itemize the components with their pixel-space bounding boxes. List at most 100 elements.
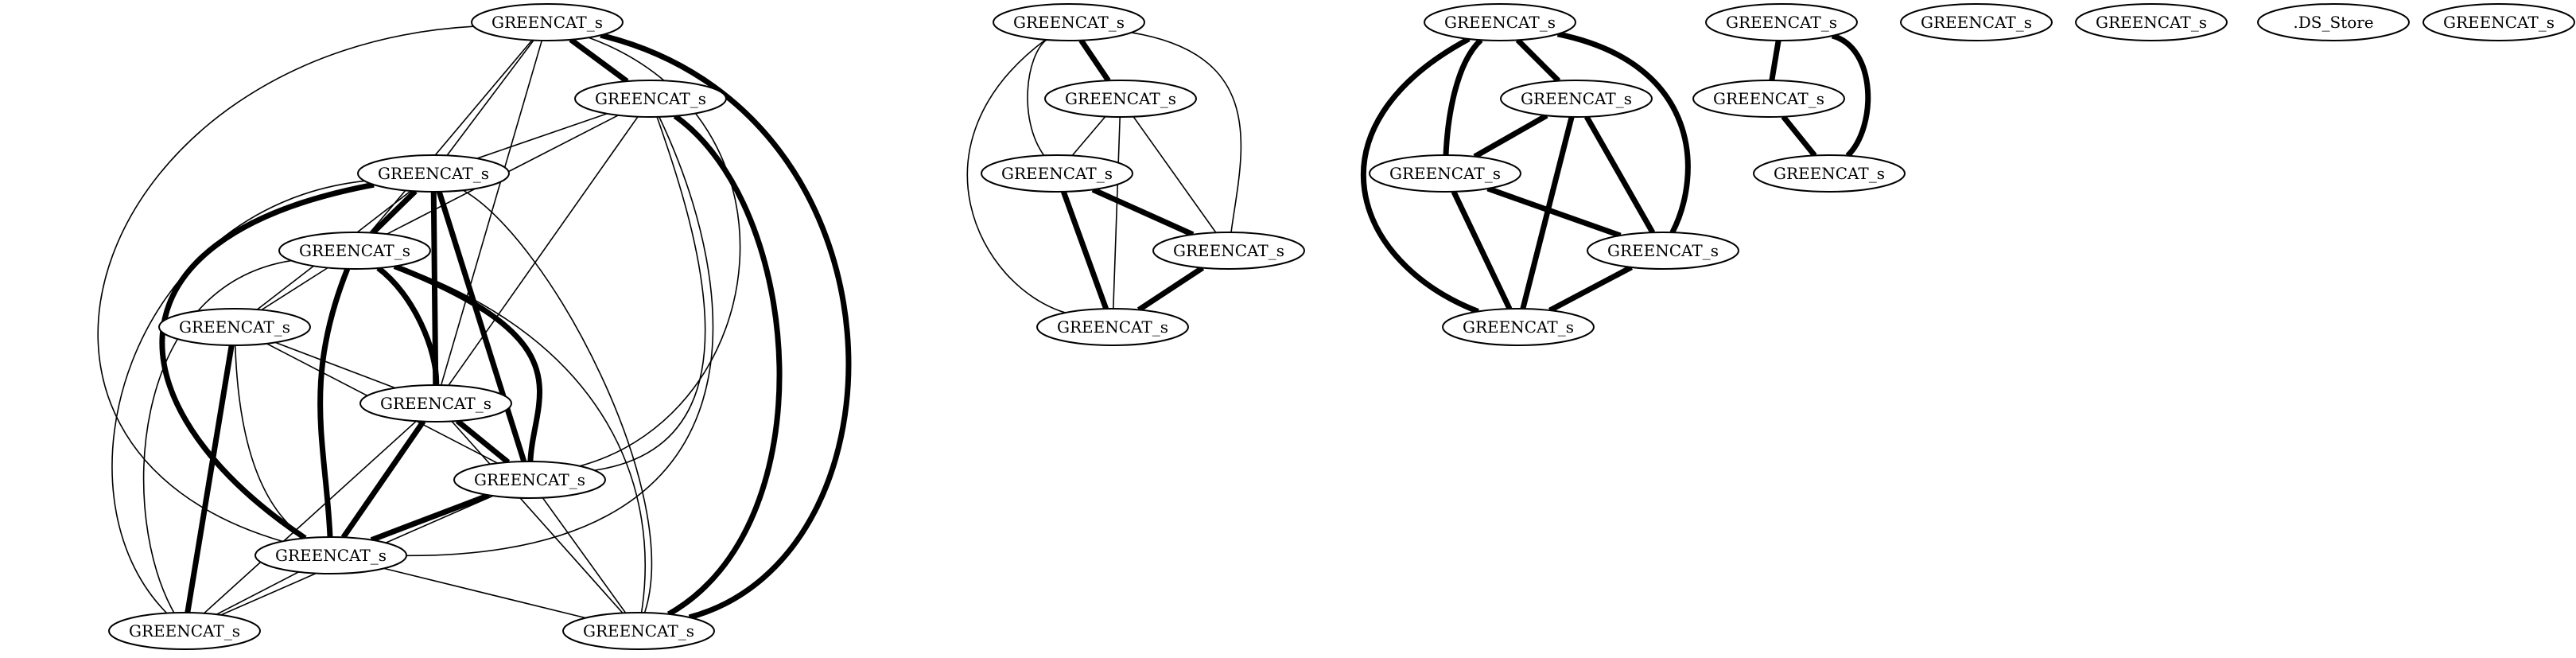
edge-a2-a7 [594,116,706,471]
node-label: GREENCAT_s [378,164,489,183]
node-e3[interactable]: .DS_Store [2257,3,2410,41]
node-e1[interactable]: GREENCAT_s [1900,3,2053,41]
node-b1[interactable]: GREENCAT_s [993,3,1145,41]
edge-a7-a10 [542,497,627,613]
node-a6[interactable]: GREENCAT_s [359,384,512,422]
node-label: GREENCAT_s [2443,13,2555,32]
node-label: GREENCAT_s [1713,89,1824,108]
node-ellipse [1036,308,1189,346]
node-ellipse [1369,154,1521,193]
edge-d2-d3 [1781,115,1817,158]
edge-a3-a9 [111,180,365,614]
edge-b1-b3 [1027,39,1047,156]
node-ellipse [1587,232,1739,270]
node-label: GREENCAT_s [1521,89,1632,108]
edge-c1-c4 [1556,31,1691,234]
node-ellipse [1753,154,1906,193]
node-c2[interactable]: GREENCAT_s [1500,80,1653,118]
node-a9[interactable]: GREENCAT_s [108,612,261,650]
node-c5[interactable]: GREENCAT_s [1442,308,1595,346]
node-d3[interactable]: GREENCAT_s [1753,154,1906,193]
node-e4[interactable]: GREENCAT_s [2423,3,2575,41]
node-label: GREENCAT_s [474,470,585,489]
node-label: GREENCAT_s [275,546,387,565]
edge-c1-c2 [1515,37,1561,84]
node-d1[interactable]: GREENCAT_s [1705,3,1858,41]
node-ellipse [108,612,261,650]
node-ellipse [1900,3,2053,41]
edge-b4-b5 [1136,265,1205,313]
node-label: GREENCAT_s [1444,13,1556,32]
node-a8[interactable]: GREENCAT_s [254,536,407,574]
node-c3[interactable]: GREENCAT_s [1369,154,1521,193]
node-ellipse [981,154,1133,193]
edge-b2-b5 [1113,116,1121,310]
node-ellipse [574,80,727,118]
edge-c2-c3 [1473,113,1548,159]
node-ellipse [2075,3,2228,41]
edge-a4-a5 [261,267,328,311]
node-label: GREENCAT_s [1726,13,1837,32]
edge-a1-a2 [569,37,629,84]
edge-a2-a8 [406,116,714,557]
node-a5[interactable]: GREENCAT_s [158,308,311,346]
edge-a6-a9 [204,420,417,614]
node-label: GREENCAT_s [299,241,410,260]
node-ellipse [158,308,311,346]
node-label: GREENCAT_s [380,394,491,413]
edge-a3-a7 [436,190,527,463]
node-ellipse [1705,3,1858,41]
node-ellipse [1442,308,1595,346]
node-label: GREENCAT_s [491,13,603,32]
node-b3[interactable]: GREENCAT_s [981,154,1133,193]
edge-b2-b4 [1133,116,1217,233]
edge-c3-c4 [1486,185,1622,239]
edge-b2-b3 [1071,116,1106,156]
node-ellipse [1152,232,1305,270]
edge-a1-a4 [369,40,533,233]
node-label: GREENCAT_s [129,621,240,640]
edge-a3-a6 [430,191,439,386]
node-ellipse [453,461,606,499]
node-ellipse [993,3,1145,41]
node-ellipse [1424,3,1576,41]
node-b2[interactable]: GREENCAT_s [1044,80,1197,118]
node-b4[interactable]: GREENCAT_s [1152,232,1305,270]
node-e2[interactable]: GREENCAT_s [2075,3,2228,41]
edge-a4-a9 [142,259,292,613]
edge-a5-a6 [274,341,396,389]
node-a4[interactable]: GREENCAT_s [278,232,431,270]
node-a3[interactable]: GREENCAT_s [357,154,510,193]
node-a2[interactable]: GREENCAT_s [574,80,727,118]
node-label: GREENCAT_s [1013,13,1125,32]
node-a1[interactable]: GREENCAT_s [471,3,624,41]
edge-b1-b5 [966,39,1066,313]
node-ellipse [357,154,510,193]
node-label: GREENCAT_s [1001,164,1113,183]
node-a7[interactable]: GREENCAT_s [453,461,606,499]
node-label: GREENCAT_s [1057,317,1168,337]
edge-a3-a4 [371,189,418,236]
edge-c3-c5 [1451,190,1513,310]
edge-a3-a10 [462,189,653,613]
node-ellipse [471,3,624,41]
edge-b1-b4 [1131,32,1242,233]
node-ellipse [278,232,431,270]
node-c4[interactable]: GREENCAT_s [1587,232,1739,270]
node-label: GREENCAT_s [179,317,290,337]
edge-c4-c5 [1548,264,1634,313]
node-a10[interactable]: GREENCAT_s [562,612,715,650]
edge-d1-d3 [1831,33,1871,158]
edge-a2-a6 [448,116,639,386]
edge-a4-a10 [397,265,646,613]
node-label: GREENCAT_s [1607,241,1719,260]
node-d2[interactable]: GREENCAT_s [1692,80,1845,118]
edge-a1-a3 [446,40,534,156]
node-ellipse [2257,3,2410,41]
node-c1[interactable]: GREENCAT_s [1424,3,1576,41]
node-ellipse [1692,80,1845,118]
node-b5[interactable]: GREENCAT_s [1036,308,1189,346]
edge-b3-b5 [1061,190,1109,310]
edge-c1-c5 [1360,36,1479,314]
edge-a4-a8 [317,267,351,538]
